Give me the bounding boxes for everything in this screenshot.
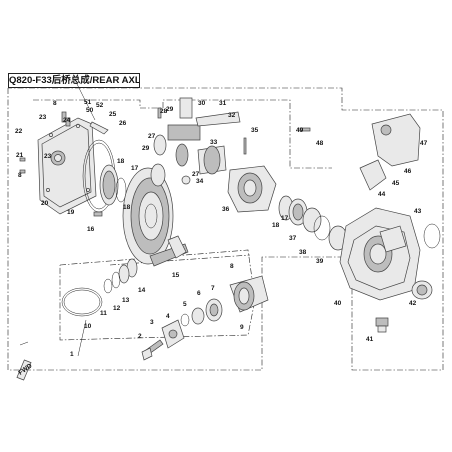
- callout-46: 46: [404, 168, 412, 175]
- callout-4: 4: [166, 313, 170, 320]
- callout-27a: 27: [148, 133, 156, 140]
- callout-5: 5: [183, 301, 187, 308]
- o-ring: [61, 287, 103, 317]
- callout-52: 52: [96, 102, 104, 109]
- callout-27b: 27: [192, 171, 200, 178]
- right-side-bearings: [278, 195, 348, 251]
- callout-39: 39: [316, 258, 324, 265]
- callout-29b: 29: [166, 106, 174, 113]
- callout-38: 38: [299, 249, 307, 256]
- actuator-motor: [359, 113, 421, 191]
- callout-49: 49: [296, 127, 304, 134]
- callout-32: 32: [228, 112, 236, 119]
- callout-33: 33: [210, 139, 218, 146]
- callout-22: 22: [15, 128, 23, 135]
- callout-8c: 8: [53, 100, 57, 107]
- callout-44: 44: [378, 191, 386, 198]
- callout-40: 40: [334, 300, 342, 307]
- bearing-rings-18-17: [99, 164, 127, 206]
- callout-23b: 23: [44, 153, 52, 160]
- callout-18c: 18: [272, 222, 280, 229]
- right-seal-and-ring: [411, 223, 441, 300]
- callout-48: 48: [316, 140, 324, 147]
- callout-13: 13: [122, 297, 130, 304]
- callout-31: 31: [219, 100, 227, 107]
- callout-2: 2: [138, 333, 142, 340]
- callout-24: 24: [63, 117, 71, 124]
- callout-25: 25: [109, 111, 117, 118]
- assembly-boundary: [7, 87, 444, 371]
- callout-42: 42: [409, 300, 417, 307]
- callout-26: 26: [119, 120, 127, 127]
- left-cover-housing: [37, 117, 97, 215]
- callout-28: 28: [160, 108, 168, 115]
- callout-36: 36: [222, 206, 230, 213]
- callout-8b: 8: [18, 172, 22, 179]
- callout-7: 7: [211, 285, 215, 292]
- callout-21: 21: [16, 152, 24, 159]
- callout-14: 14: [138, 287, 146, 294]
- callout-10: 10: [84, 323, 92, 330]
- callout-37: 37: [289, 235, 297, 242]
- callout-50: 50: [86, 107, 94, 114]
- callout-18b: 18: [123, 204, 131, 211]
- callout-numbers: 1 2 3 4 5 6 7 8 9 10 11 12 13 14 15 16 1…: [15, 99, 428, 358]
- callout-29: 29: [142, 145, 150, 152]
- callout-12: 12: [113, 305, 121, 312]
- differential-case: [227, 165, 277, 213]
- pinion-shaft: [149, 235, 189, 267]
- callout-17a: 17: [131, 165, 139, 172]
- callout-8: 8: [230, 263, 234, 270]
- pinion-front-parts: [141, 275, 269, 361]
- pinion-washers: [103, 258, 138, 294]
- callout-1: 1: [70, 351, 74, 358]
- small-hardware: [19, 107, 311, 217]
- callout-43: 43: [414, 208, 422, 215]
- callout-35: 35: [251, 127, 259, 134]
- callout-19: 19: [67, 209, 75, 216]
- callout-18a: 18: [117, 158, 125, 165]
- callout-41: 41: [366, 336, 374, 343]
- main-axle-housing: [339, 207, 421, 301]
- diagram-title-box: Q820-F33后桥总成/REAR AXLE: [8, 73, 140, 88]
- ring-gear: [122, 167, 174, 265]
- callout-51: 51: [84, 99, 92, 106]
- callout-45: 45: [392, 180, 400, 187]
- drain-plug: [375, 317, 389, 333]
- callout-16: 16: [87, 226, 95, 233]
- differential-gear-cluster: [150, 97, 241, 187]
- callout-34: 34: [196, 178, 204, 185]
- callout-47: 47: [420, 140, 428, 147]
- callout-15: 15: [172, 272, 180, 279]
- callout-23: 23: [39, 114, 47, 121]
- leader-lines: [19, 81, 96, 357]
- callout-9: 9: [240, 324, 244, 331]
- diagram-title: Q820-F33后桥总成/REAR AXLE: [9, 75, 139, 86]
- callout-3: 3: [150, 319, 154, 326]
- callout-6: 6: [197, 290, 201, 297]
- callout-30: 30: [198, 100, 206, 107]
- callout-20: 20: [41, 200, 49, 207]
- callout-17b: 17: [281, 215, 289, 222]
- callout-11: 11: [100, 310, 107, 317]
